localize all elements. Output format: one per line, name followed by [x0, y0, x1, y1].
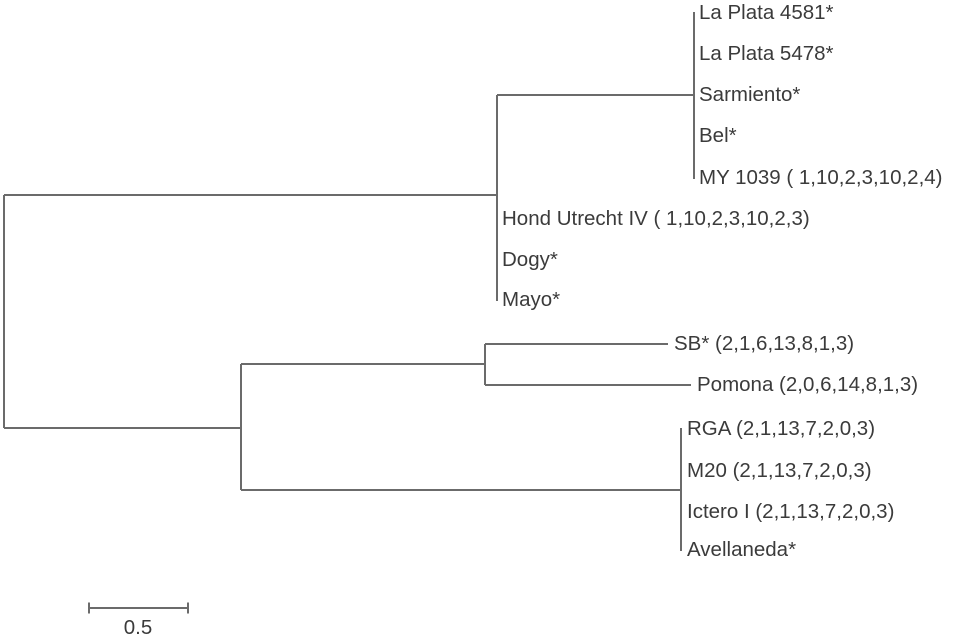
leaf-label-rga: RGA (2,1,13,7,2,0,3) — [687, 416, 876, 440]
leaf-label-hond-utrecht-iv: Hond Utrecht IV ( 1,10,2,3,10,2,3) — [502, 206, 810, 230]
leaf-label-sarmiento: Sarmiento* — [699, 82, 801, 106]
leaf-label-la-plata-5478: La Plata 5478* — [699, 41, 834, 65]
scale-bar — [88, 602, 189, 614]
leaf-label-my-1039: MY 1039 ( 1,10,2,3,10,2,4) — [699, 165, 943, 189]
leaf-label-la-plata-4581: La Plata 4581* — [699, 0, 834, 24]
leaf-label-sb: SB* (2,1,6,13,8,1,3) — [674, 331, 855, 355]
leaf-label-dogy: Dogy* — [502, 247, 558, 271]
branch-group — [3, 12, 695, 551]
leaf-label-bel: Bel* — [699, 123, 737, 147]
leaf-label-ictero-i: Ictero I (2,1,13,7,2,0,3) — [687, 499, 895, 523]
leaf-label-pomona: Pomona (2,0,6,14,8,1,3) — [697, 372, 919, 396]
leaf-label-avellaneda: Avellaneda* — [687, 537, 797, 561]
leaf-label-mayo: Mayo* — [502, 287, 561, 311]
leaf-label-m20: M20 (2,1,13,7,2,0,3) — [687, 458, 872, 482]
scale-bar-label: 0.5 — [123, 615, 153, 639]
